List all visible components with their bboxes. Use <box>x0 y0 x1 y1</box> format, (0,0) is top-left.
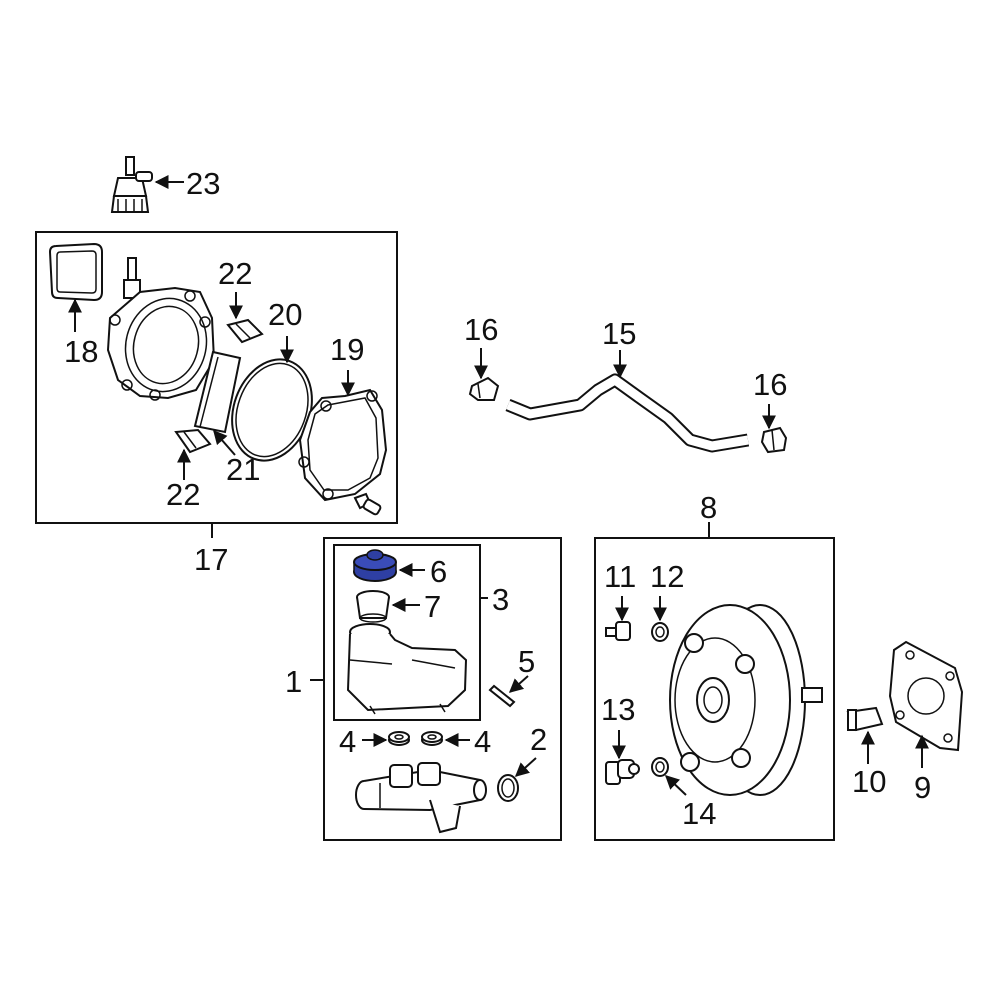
part-booster <box>669 604 823 796</box>
callout-20[interactable]: 20 <box>268 297 302 332</box>
callout-18[interactable]: 18 <box>64 334 98 369</box>
callout-12[interactable]: 12 <box>650 559 684 594</box>
callout-9[interactable]: 9 <box>914 770 931 805</box>
callout-1[interactable]: 1 <box>285 664 302 699</box>
callout-14[interactable]: 14 <box>682 796 716 831</box>
leader-2 <box>514 757 537 777</box>
callout-4-right[interactable]: 4 <box>474 724 491 759</box>
part-7-strainer[interactable] <box>356 590 390 623</box>
group-box-8 <box>594 537 835 841</box>
leader-21 <box>213 429 236 456</box>
leader-14 <box>664 775 687 796</box>
callout-17[interactable]: 17 <box>194 542 228 577</box>
part-13-check-valve[interactable] <box>605 759 640 785</box>
callout-8[interactable]: 8 <box>700 490 717 525</box>
callout-4-left[interactable]: 4 <box>339 724 356 759</box>
part-16-clamp-left[interactable] <box>468 376 500 401</box>
group-box-1 <box>323 537 562 841</box>
callout-10[interactable]: 10 <box>852 764 886 799</box>
part-11-fitting[interactable] <box>605 621 631 641</box>
part-15-vacuum-hose[interactable] <box>505 373 750 453</box>
callout-13[interactable]: 13 <box>601 692 635 727</box>
callout-7[interactable]: 7 <box>424 589 441 624</box>
part-16-clamp-right[interactable] <box>760 426 788 454</box>
callout-16-right[interactable]: 16 <box>753 367 787 402</box>
part-23-check-valve[interactable] <box>110 156 153 213</box>
leader-5 <box>508 675 529 693</box>
callout-22-upper[interactable]: 22 <box>218 256 252 291</box>
callout-16-left[interactable]: 16 <box>464 312 498 347</box>
group-box-3 <box>333 544 481 721</box>
part-19-cover[interactable] <box>298 388 388 502</box>
callout-3[interactable]: 3 <box>492 582 509 617</box>
part-14-grommet[interactable] <box>651 757 669 777</box>
callout-6[interactable]: 6 <box>430 554 447 589</box>
part-18-gasket[interactable] <box>48 242 103 302</box>
callout-22-lower[interactable]: 22 <box>166 477 200 512</box>
bolt-icon <box>353 492 382 516</box>
part-10-spacer[interactable] <box>846 706 884 732</box>
part-master-cylinder <box>355 762 487 834</box>
part-4-grommet-right[interactable] <box>421 731 443 746</box>
callout-5[interactable]: 5 <box>518 644 535 679</box>
part-22-vane-upper[interactable] <box>226 318 264 344</box>
part-5-pin[interactable] <box>488 684 516 708</box>
part-9-gasket[interactable] <box>888 640 964 752</box>
part-6-reservoir-cap[interactable] <box>353 549 397 582</box>
group-box-17 <box>35 231 398 524</box>
part-4-grommet-left[interactable] <box>388 731 410 746</box>
part-2-o-ring[interactable] <box>497 774 519 802</box>
callout-19[interactable]: 19 <box>330 332 364 367</box>
part-12-grommet[interactable] <box>651 622 669 642</box>
part-reservoir <box>346 623 468 715</box>
callout-15[interactable]: 15 <box>602 316 636 351</box>
callout-2[interactable]: 2 <box>530 722 547 757</box>
part-22-vane-lower[interactable] <box>174 428 212 454</box>
callout-11[interactable]: 11 <box>604 559 636 594</box>
callout-23[interactable]: 23 <box>186 166 220 201</box>
part-pump-housing <box>106 257 216 401</box>
